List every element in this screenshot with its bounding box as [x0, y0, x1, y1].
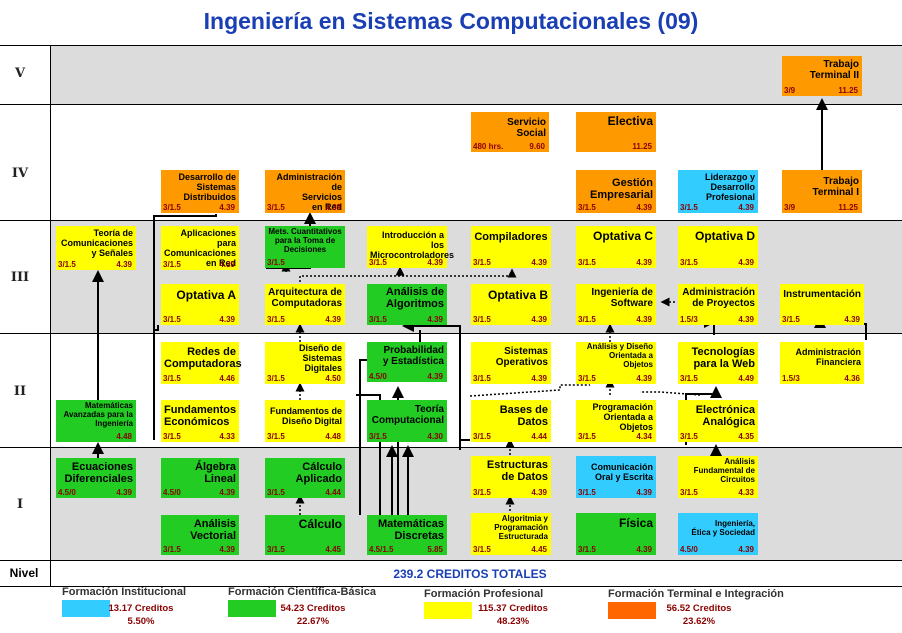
legend-percent: 5.50%: [127, 616, 155, 627]
course-matematicas-discretas[interactable]: Matemáticas Discretas 4.5/1.5 5.85: [367, 515, 447, 555]
legend-credits: 13.17 Creditos: [108, 603, 174, 614]
course-matematicas-avanzadas[interactable]: Matemáticas Avanzadas para la Ingeniería…: [56, 400, 136, 442]
band-level-v: [50, 46, 902, 104]
course-metodos-cuantitativos[interactable]: Mets. Cuantitativos para la Toma de Deci…: [265, 226, 345, 268]
course-optativa-b[interactable]: Optativa B 3/1.5 4.39: [471, 284, 551, 325]
divider: [0, 45, 902, 46]
course-fundamentos-economicos[interactable]: Fundamentos Económicos 3/1.5 4.33: [161, 400, 239, 442]
course-programacion-oo[interactable]: Programación Orientada a Objetos 3/1.5 4…: [576, 400, 656, 442]
course-analisis-algoritmos[interactable]: Análisis de Algoritmos 3/1.5 4.39: [367, 284, 447, 325]
level-axis: [50, 45, 51, 587]
course-optativa-c[interactable]: Optativa C 3/1.5 4.39: [576, 226, 656, 268]
legend-swatch: [608, 602, 656, 619]
legend-label: Formación Científica-Básica: [228, 586, 376, 598]
course-compiladores[interactable]: Compiladores 3/1.5 4.39: [471, 226, 551, 268]
legend-swatch: [424, 602, 472, 619]
course-trabajo-terminal-ii[interactable]: Trabajo Terminal II 3/9 11.25: [782, 56, 862, 96]
course-analisis-fundamental-circuitos[interactable]: Análisis Fundamental de Circuitos 3/1.5 …: [678, 456, 758, 498]
course-optativa-d[interactable]: Optativa D 3/1.5 4.39: [678, 226, 758, 268]
course-instrumentacion[interactable]: Instrumentación 3/1.5 4.39: [780, 284, 864, 325]
course-servicio-social[interactable]: Servicio Social 480 hrs. 9.60: [471, 112, 549, 152]
course-ecuaciones-diferenciales[interactable]: Ecuaciones Diferenciales 4.5/0 4.39: [56, 458, 136, 498]
level-label: III: [10, 270, 30, 285]
legend-label: Formación Terminal e Integración: [608, 588, 784, 600]
course-ingenieria-software[interactable]: Ingeniería de Software 3/1.5 4.39: [576, 284, 656, 325]
legend-percent: 22.67%: [296, 616, 330, 627]
divider: [0, 586, 902, 587]
course-fisica[interactable]: Física 3/1.5 4.39: [576, 513, 656, 555]
course-trabajo-terminal-i[interactable]: Trabajo Terminal I 3/9 11.25: [782, 170, 862, 213]
legend-label: Formación Profesional: [424, 588, 544, 600]
legend-label: Formación Institucional: [62, 586, 187, 598]
course-algebra-lineal[interactable]: Álgebra Lineal 4.5/0 4.39: [161, 458, 239, 498]
course-ingenieria-etica[interactable]: Ingeniería, Ética y Sociedad 4.5/0 4.39: [678, 513, 758, 555]
legend-swatch: [62, 600, 110, 617]
divider: [0, 220, 902, 221]
course-optativa-a[interactable]: Optativa A 3/1.5 4.39: [161, 284, 239, 325]
course-sistemas-operativos[interactable]: Sistemas Operativos 3/1.5 4.39: [471, 342, 551, 384]
course-calculo[interactable]: Cálculo 3/1.5 4.45: [265, 515, 345, 555]
legend-credits: 115.37 Creditos: [478, 603, 548, 614]
total-credits: 239.2 CREDITOS TOTALES: [393, 567, 547, 581]
course-redes-computadoras[interactable]: Redes de Computadoras 3/1.5 4.46: [161, 342, 242, 384]
course-bases-datos[interactable]: Bases de Datos 3/1.5 4.44: [471, 400, 551, 442]
legend-swatch: [228, 600, 276, 617]
course-administracion-financiera[interactable]: Administración Financiera 1.5/3 4.36: [780, 342, 864, 384]
course-comunicacion-oral-escrita[interactable]: Comunicación Oral y Escrita 3/1.5 4.39: [576, 456, 656, 498]
course-diseno-sistemas-digitales[interactable]: Diseño de Sistemas Digitales 3/1.5 4.50: [265, 342, 345, 384]
course-algoritmia-programacion[interactable]: Algoritmia y Programación Estructurada 3…: [471, 513, 551, 555]
course-arquitectura-computadoras[interactable]: Arquitectura de Computadoras 3/1.5 4.39: [265, 284, 345, 325]
course-estructuras-datos[interactable]: Estructuras de Datos 3/1.5 4.39: [471, 456, 551, 498]
legend-percent: 48.23%: [496, 616, 530, 627]
legend-credits: 54.23 Creditos: [280, 603, 346, 614]
course-teoria-comunicaciones[interactable]: Teoría de Comunicaciones y Señales 3/1.5…: [56, 226, 136, 270]
nivel-label: Nivel: [9, 566, 39, 580]
course-teoria-computacional[interactable]: Teoría Computacional 3/1.5 4.30: [367, 400, 447, 442]
legend-percent: 23.62%: [682, 616, 716, 627]
divider: [0, 447, 902, 448]
course-gestion-empresarial[interactable]: Gestión Empresarial 3/1.5 4.39: [576, 170, 656, 213]
divider: [0, 560, 902, 561]
level-label: I: [16, 497, 24, 512]
divider: [0, 333, 902, 334]
course-fundamentos-diseno-digital[interactable]: Fundamentos de Diseño Digital 3/1.5 4.48: [265, 400, 345, 442]
course-probabilidad-estadistica[interactable]: Probabilidad y Estadística 4.5/0 4.39: [367, 342, 447, 382]
course-liderazgo[interactable]: Liderazgo y Desarrollo Profesional 3/1.5…: [678, 170, 758, 213]
level-label: V: [14, 66, 26, 81]
course-aplicaciones-comunicaciones-red[interactable]: Aplicaciones para Comunicaciones en Red …: [161, 226, 239, 270]
course-tecnologias-web[interactable]: Tecnologías para la Web 3/1.5 4.49: [678, 342, 758, 384]
course-desarrollo-sistemas-distribuidos[interactable]: Desarrollo de Sistemas Distribuidos 3/1.…: [161, 170, 239, 213]
course-administracion-servicios-red[interactable]: Administración de Servicios en Red 3/1.5…: [265, 170, 345, 213]
legend-credits: 56.52 Creditos: [666, 603, 732, 614]
divider: [0, 104, 902, 105]
course-electronica-analogica[interactable]: Electrónica Analógica 3/1.5 4.35: [678, 400, 758, 442]
level-label: IV: [11, 166, 29, 181]
level-label: II: [13, 384, 27, 399]
course-administracion-proyectos[interactable]: Administración de Proyectos 1.5/3 4.39: [678, 284, 758, 325]
course-calculo-aplicado[interactable]: Cálculo Aplicado 3/1.5 4.44: [265, 458, 345, 498]
course-electiva[interactable]: Electiva 11.25: [576, 112, 656, 152]
page-title: Ingeniería en Sistemas Computacionales (…: [203, 8, 699, 34]
course-introduccion-microcontroladores[interactable]: Introducción a los Microcontroladores 3/…: [367, 226, 454, 268]
course-analisis-vectorial[interactable]: Análisis Vectorial 3/1.5 4.39: [161, 515, 239, 555]
course-analisis-diseno-oo[interactable]: Análisis y Diseño Orientada a Objetos 3/…: [576, 342, 656, 384]
